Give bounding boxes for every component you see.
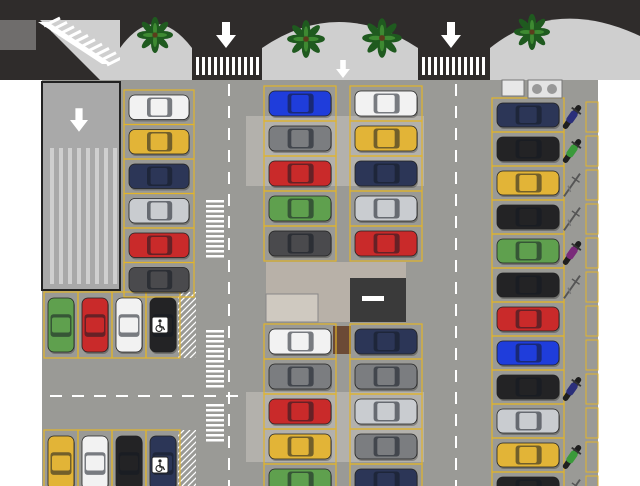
car xyxy=(354,468,418,486)
palm-tree-icon xyxy=(287,20,325,58)
car xyxy=(268,125,332,153)
lane-markings xyxy=(50,84,457,486)
car xyxy=(354,90,418,118)
car xyxy=(354,195,418,223)
car xyxy=(47,297,75,354)
car xyxy=(354,433,418,461)
car xyxy=(268,160,332,188)
car xyxy=(47,435,75,486)
car xyxy=(496,238,560,265)
car xyxy=(128,129,190,156)
car xyxy=(496,374,560,401)
car xyxy=(128,232,190,260)
car xyxy=(354,398,418,426)
car xyxy=(128,94,190,122)
west-margin xyxy=(0,80,42,486)
car xyxy=(268,90,332,118)
car xyxy=(496,408,560,435)
car xyxy=(496,476,560,486)
car xyxy=(128,198,190,225)
car xyxy=(496,442,560,469)
car xyxy=(268,433,332,461)
central-core xyxy=(265,262,406,354)
car xyxy=(496,272,560,299)
car xyxy=(128,163,190,191)
car xyxy=(128,267,190,294)
car xyxy=(496,136,560,163)
car xyxy=(354,160,418,188)
car xyxy=(496,102,560,129)
parking-spots xyxy=(43,85,565,486)
palm-tree-icon xyxy=(362,18,402,58)
car xyxy=(354,230,418,258)
car xyxy=(81,297,109,354)
two-wheelers xyxy=(559,101,599,486)
palm-tree-icon xyxy=(137,17,173,53)
car xyxy=(81,435,109,486)
car xyxy=(496,340,560,367)
car xyxy=(115,435,143,486)
wheelchair-icon xyxy=(151,316,169,334)
car xyxy=(268,363,332,391)
car xyxy=(115,297,143,354)
car xyxy=(268,230,332,258)
car xyxy=(496,170,560,197)
car xyxy=(496,204,560,231)
car xyxy=(268,468,332,486)
car xyxy=(496,306,560,333)
car xyxy=(354,363,418,391)
car xyxy=(268,195,332,223)
car xyxy=(354,328,418,356)
wheelchair-icon xyxy=(151,456,169,474)
car xyxy=(268,328,332,356)
palm-tree-icon xyxy=(514,14,550,50)
equipment-fan xyxy=(547,84,557,94)
car xyxy=(354,125,418,153)
vehicles xyxy=(47,90,560,486)
east-margin xyxy=(598,80,640,486)
equipment-box xyxy=(501,79,525,97)
sidewalk-west xyxy=(0,20,120,80)
equipment-fan xyxy=(532,84,542,94)
car xyxy=(268,398,332,426)
